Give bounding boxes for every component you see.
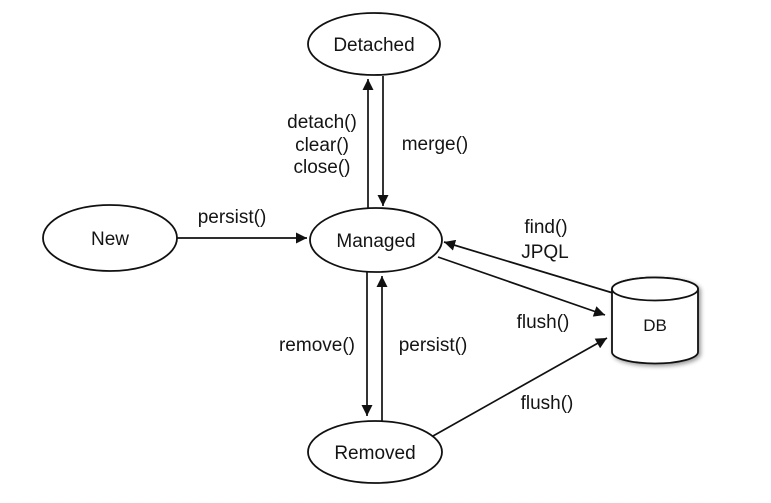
node-managed-label: Managed (336, 231, 415, 252)
jpql-label: JPQL (521, 242, 569, 263)
edge-label-persist-new: persist() (198, 207, 267, 228)
edge-db-to-managed (443, 239, 614, 294)
find-label: find() (524, 217, 567, 238)
close-label: close() (293, 157, 350, 178)
node-removed-label: Removed (334, 443, 415, 464)
node-new: New (42, 204, 178, 272)
node-removed-shape (307, 420, 443, 484)
node-new-shape (42, 204, 178, 272)
edge-managed-to-db (437, 256, 606, 317)
db-cylinder-top (611, 276, 699, 302)
node-detached: Detached (307, 12, 441, 76)
edge-label-merge: merge() (402, 134, 469, 155)
node-detached-shape (307, 12, 441, 76)
node-removed: Removed (307, 420, 443, 484)
edge-label-flush-managed: flush() (517, 312, 570, 333)
edge-label-persist-removed: persist() (399, 335, 468, 356)
edge-removed-to-db (432, 337, 608, 437)
edge-label-flush-removed: flush() (521, 393, 574, 414)
node-managed-shape (309, 207, 443, 273)
edge-label-remove: remove() (279, 335, 355, 356)
clear-label: clear() (295, 135, 349, 156)
node-managed: Managed (309, 207, 443, 273)
node-detached-label: Detached (333, 35, 414, 56)
node-db: DB (611, 276, 699, 365)
edge-label-db-to-managed: find() JPQL (521, 217, 569, 263)
detach-label: detach() (287, 112, 357, 133)
node-db-label: DB (643, 316, 667, 335)
edge-label-managed-to-detached: detach() clear() close() (287, 112, 357, 178)
node-new-label: New (91, 229, 129, 250)
